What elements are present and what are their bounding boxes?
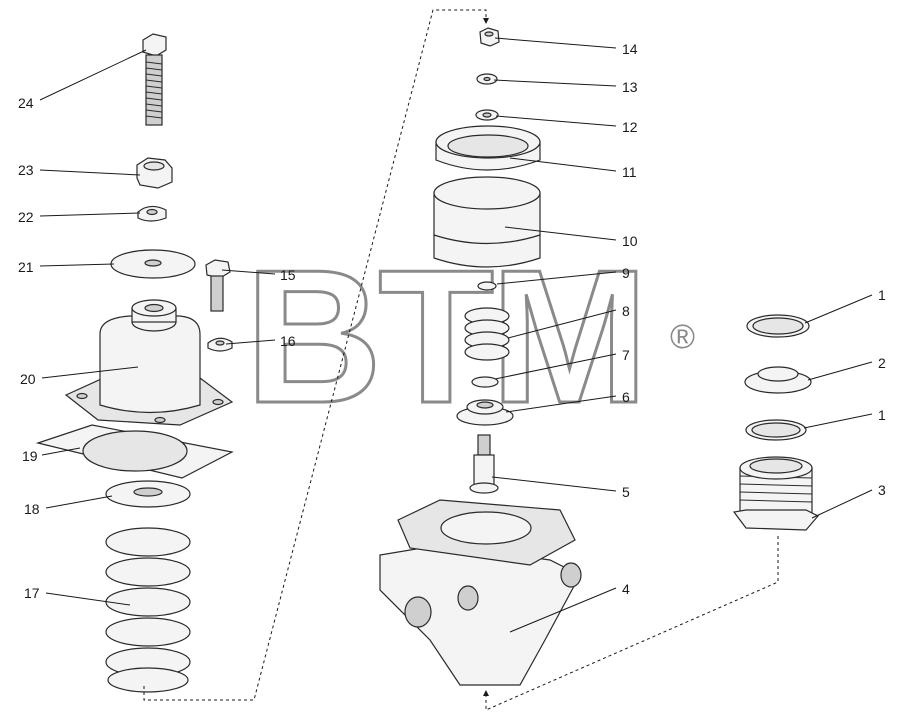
part-19-gasket — [35, 424, 234, 479]
part-12-washer — [475, 109, 499, 121]
leader-lines — [39, 37, 873, 633]
callout-24: 24 — [18, 95, 34, 111]
part-13-lock-washer — [476, 73, 498, 85]
part-22-lock-washer — [137, 205, 167, 222]
callout-15: 15 — [280, 267, 296, 283]
callout-1-bottom: 1 — [878, 407, 886, 423]
callout-23: 23 — [18, 162, 34, 178]
callout-20: 20 — [20, 371, 36, 387]
watermark-registered-mark: ® — [670, 318, 695, 356]
callout-8: 8 — [622, 303, 630, 319]
callout-1-top: 1 — [878, 287, 886, 303]
part-24-bolt — [142, 33, 167, 126]
callout-19: 19 — [22, 448, 38, 464]
part-20-spring-housing — [64, 299, 234, 426]
part-5-valve-stem — [469, 434, 499, 494]
callout-13: 13 — [622, 79, 638, 95]
callout-4: 4 — [622, 581, 630, 597]
callout-12: 12 — [622, 119, 638, 135]
callout-3: 3 — [878, 482, 886, 498]
part-10-piston — [433, 176, 541, 268]
part-2-cap — [744, 366, 812, 394]
part-23-nut — [136, 157, 173, 189]
part-6-valve-seat — [456, 399, 514, 426]
part-11-cup-seal — [435, 125, 541, 171]
callout-5: 5 — [622, 484, 630, 500]
part-16-lock-washer — [207, 337, 233, 352]
part-7-o-ring — [471, 376, 499, 388]
callout-labels: 24 23 22 21 20 19 18 17 15 16 14 13 12 1… — [18, 41, 886, 601]
part-9-o-ring — [477, 281, 497, 291]
callout-6: 6 — [622, 389, 630, 405]
callout-21: 21 — [18, 259, 34, 275]
part-14-nut — [479, 27, 500, 47]
watermark-logo-text: BTM — [245, 231, 645, 443]
part-1-seal-ring-top — [746, 314, 810, 338]
callout-18: 18 — [24, 501, 40, 517]
part-17-coil-spring — [105, 527, 191, 693]
guide-arrowhead-top — [483, 18, 489, 24]
part-15-bolt — [205, 259, 231, 312]
part-8-spring — [464, 307, 510, 361]
callout-7: 7 — [622, 347, 630, 363]
callout-22: 22 — [18, 209, 34, 225]
part-4-valve-body — [379, 499, 582, 686]
callout-16: 16 — [280, 333, 296, 349]
part-3-threaded-plug — [732, 456, 819, 531]
callout-10: 10 — [622, 233, 638, 249]
callout-9: 9 — [622, 265, 630, 281]
callout-14: 14 — [622, 41, 638, 57]
callout-2: 2 — [878, 355, 886, 371]
callout-17: 17 — [24, 585, 40, 601]
part-21-flat-washer — [110, 249, 196, 279]
btm-watermark: BTM ® — [244, 230, 696, 445]
guide-arrowhead-bottom — [483, 690, 489, 696]
assembly-guide-lines — [143, 9, 779, 711]
callout-11: 11 — [622, 164, 637, 180]
part-1-seal-ring-bottom — [745, 419, 807, 441]
part-18-spring-seat — [105, 480, 191, 508]
